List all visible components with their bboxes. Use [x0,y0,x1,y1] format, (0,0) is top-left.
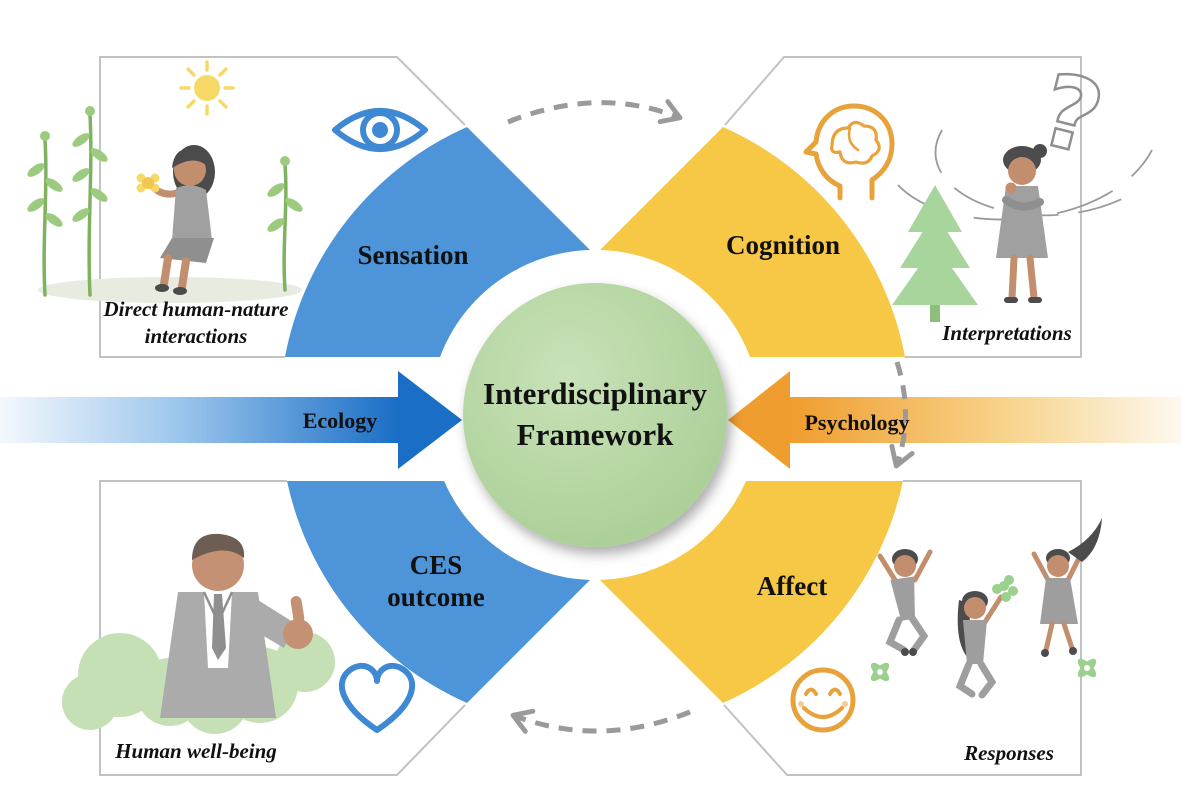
caption-responses: Responses [964,741,1054,765]
panel-outline-top-left [99,56,466,358]
ground [38,277,302,303]
ces-outcome-label: CES outcome [387,550,485,612]
ecology-arrow [0,371,462,469]
flow-arrow-cognition-to-affect [889,361,915,469]
flow-arrows [507,99,915,734]
central-framework-circle [463,283,727,547]
affect-label: Affect [756,571,828,601]
caption-interpretations: Interpretations [942,321,1072,345]
flower-star-2 [1077,658,1097,678]
heart-icon [338,662,416,733]
panel-outline-bottom-left [99,480,466,776]
cognition-label: Cognition [725,230,841,260]
sensation-label: Sensation [357,240,469,270]
smiley-face-icon [790,667,856,733]
head-brain-icon [803,103,895,201]
thinking-person [996,144,1048,303]
jumping-person-1 [877,549,933,656]
sensation-wedge [285,127,590,357]
sun-icon [179,60,235,116]
panel-outline-top-right [724,56,1082,358]
center-label: Interdisciplinary Framework [483,376,707,452]
flower [136,173,160,193]
psychology-label: Psychology [804,410,910,435]
psychology-arrow [728,371,1181,469]
flower-star-1 [870,662,890,682]
flow-arrow-affect-to-ces [510,708,691,734]
thumbs-up-person [160,533,313,718]
pine-tree-icon [892,185,978,322]
caption-direct-interactions: Direct human-nature interactions [103,297,289,349]
panel-outline-bottom-right [723,480,1082,776]
corner-panels [99,56,1082,776]
plants [27,106,303,297]
jumping-person-3 [1031,518,1102,657]
jumping-person-2 [955,575,1018,699]
caption-human-wellbeing: Human well-being [115,739,277,763]
responses-illustration [870,518,1102,699]
interpretation-illustration: ? [892,49,1153,322]
ecology-label: Ecology [302,408,378,433]
swirl-line-2 [934,129,1131,217]
nature-interaction-illustration [27,60,303,303]
wellbeing-illustration [62,533,335,734]
sitting-person [136,145,215,295]
eye-icon [332,108,428,152]
psychology-arrow-head [728,371,790,469]
quadrant-wedges [285,127,905,703]
ces-outcome-wedge [287,481,590,703]
question-mark: ? [1029,51,1114,179]
cognition-wedge [600,127,905,357]
bouquet [992,575,1018,602]
ecology-arrow-head [398,371,462,469]
flow-arrow-sensation-to-cognition [507,99,683,125]
affect-wedge [600,481,903,703]
